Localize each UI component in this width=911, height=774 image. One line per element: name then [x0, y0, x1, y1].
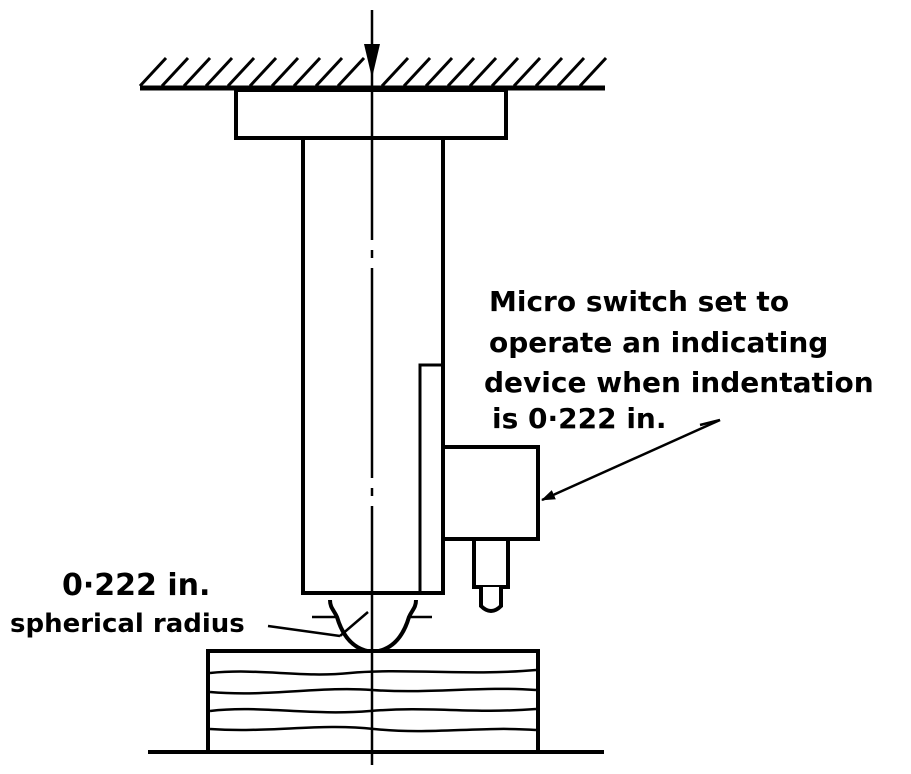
radius-label-line-1: 0·222 in.	[62, 568, 210, 603]
switch-label-line-3: device when indentation	[484, 366, 874, 399]
switch-label-line-1: Micro switch set to	[489, 285, 789, 318]
radius-leader	[267, 611, 369, 638]
radius-label-line-2: spherical radius	[10, 609, 245, 639]
switch-plunger	[472, 537, 510, 613]
switch-label-line-4: is 0·222 in.	[492, 402, 667, 435]
support-hatching	[138, 56, 608, 88]
switch-leader	[541, 418, 721, 502]
radius-annotation: 0·222 in. spherical radius	[10, 568, 245, 639]
switch-label-line-2: operate an indicating	[489, 326, 828, 359]
micro-switch	[441, 445, 540, 541]
switch-annotation: Micro switch set to operate an indicatin…	[484, 285, 874, 435]
wood-grain	[209, 668, 537, 733]
